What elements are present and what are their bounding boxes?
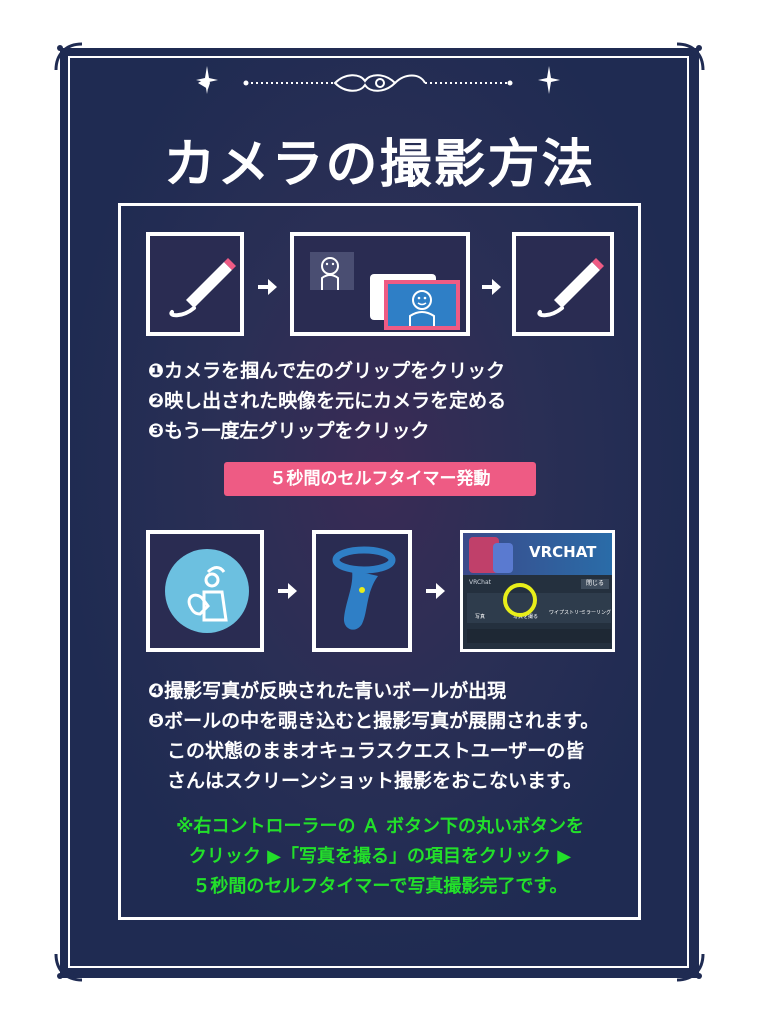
arrow-right-icon xyxy=(426,583,445,599)
timer-badge: ５秒間のセルフタイマー発動 xyxy=(224,462,536,496)
content-panel xyxy=(118,203,641,920)
corner-ornament-icon xyxy=(54,953,83,982)
menu-item-photo[interactable]: 写真 xyxy=(475,614,486,620)
menu-item-take-photo[interactable]: 写真を撮る xyxy=(513,614,539,620)
camera-preview-icon xyxy=(310,252,460,330)
avatar-figure xyxy=(493,543,513,573)
highlight-circle xyxy=(503,583,537,617)
sparkle-icon xyxy=(196,66,218,94)
top-ornament xyxy=(198,74,513,92)
step2-box xyxy=(290,232,470,336)
pen-camera-icon xyxy=(537,258,604,318)
step-3-text: ❸もう一度左グリップをクリック xyxy=(148,420,430,442)
close-button[interactable]: 閉じる xyxy=(581,579,609,589)
step-4-text: ❹撮影写真が反映された青いボールが出現 xyxy=(148,680,507,702)
step4-box xyxy=(146,530,264,652)
step-5-text-cont2: さんはスクリーンショット撮影をおこないます。 xyxy=(148,770,583,792)
menu-item-wipe[interactable]: ワイプストリー xyxy=(549,610,585,616)
menu-item-mirroring[interactable]: ミラーリング xyxy=(581,610,612,616)
corner-ornament-icon xyxy=(54,42,83,71)
note-line-2: クリック ▶「写真を撮る」の項目をクリック ▶ xyxy=(188,846,572,867)
menu-row xyxy=(467,593,611,623)
arrow-right-icon xyxy=(258,279,277,295)
note-line-1: ※右コントローラーの Ａ ボタン下の丸いボタンを xyxy=(175,816,585,837)
steps-list-b: ❹撮影写真が反映された青いボールが出現 ❺ボールの中を覗き込むと撮影写真が展開さ… xyxy=(148,676,599,796)
arrow-right-icon xyxy=(482,279,501,295)
corner-ornament-icon xyxy=(676,42,705,71)
blue-ball-icon xyxy=(165,549,249,633)
menu-toolbar xyxy=(467,629,611,643)
sparkle-icon xyxy=(538,66,560,94)
arrow-right-icon xyxy=(278,583,297,599)
controller-note: ※右コントローラーの Ａ ボタン下の丸いボタンを クリック ▶「写真を撮る」の項… xyxy=(120,812,640,902)
page-title: カメラの撮影方法 xyxy=(163,135,596,195)
menu-title: VRChat xyxy=(469,579,491,586)
step-2-text: ❷映し出された映像を元にカメラを定める xyxy=(148,390,507,412)
vrchat-menu-screenshot: VRCHAT VRChat 閉じる 写真 写真を撮る ワイプストリー ミラーリン… xyxy=(460,530,615,652)
step3-box xyxy=(512,232,614,336)
pen-camera-icon xyxy=(169,258,236,318)
note-line-3: ５秒間のセルフタイマーで写真撮影完了です。 xyxy=(192,876,568,897)
step-5-text: ❺ボールの中を覗き込むと撮影写真が展開されます。 xyxy=(148,710,600,732)
vrchat-logo: VRCHAT xyxy=(529,543,597,561)
steps-list-a: ❶カメラを掴んで左のグリップをクリック ❷映し出された映像を元にカメラを定める … xyxy=(148,356,506,446)
step5-box xyxy=(312,530,412,652)
step-5-text-cont1: この状態のままオキュラスクエストユーザーの皆 xyxy=(148,740,585,762)
controller-icon xyxy=(332,546,396,630)
step-1-text: ❶カメラを掴んで左のグリップをクリック xyxy=(148,360,506,382)
step1-box xyxy=(146,232,244,336)
corner-ornament-icon xyxy=(676,953,705,982)
